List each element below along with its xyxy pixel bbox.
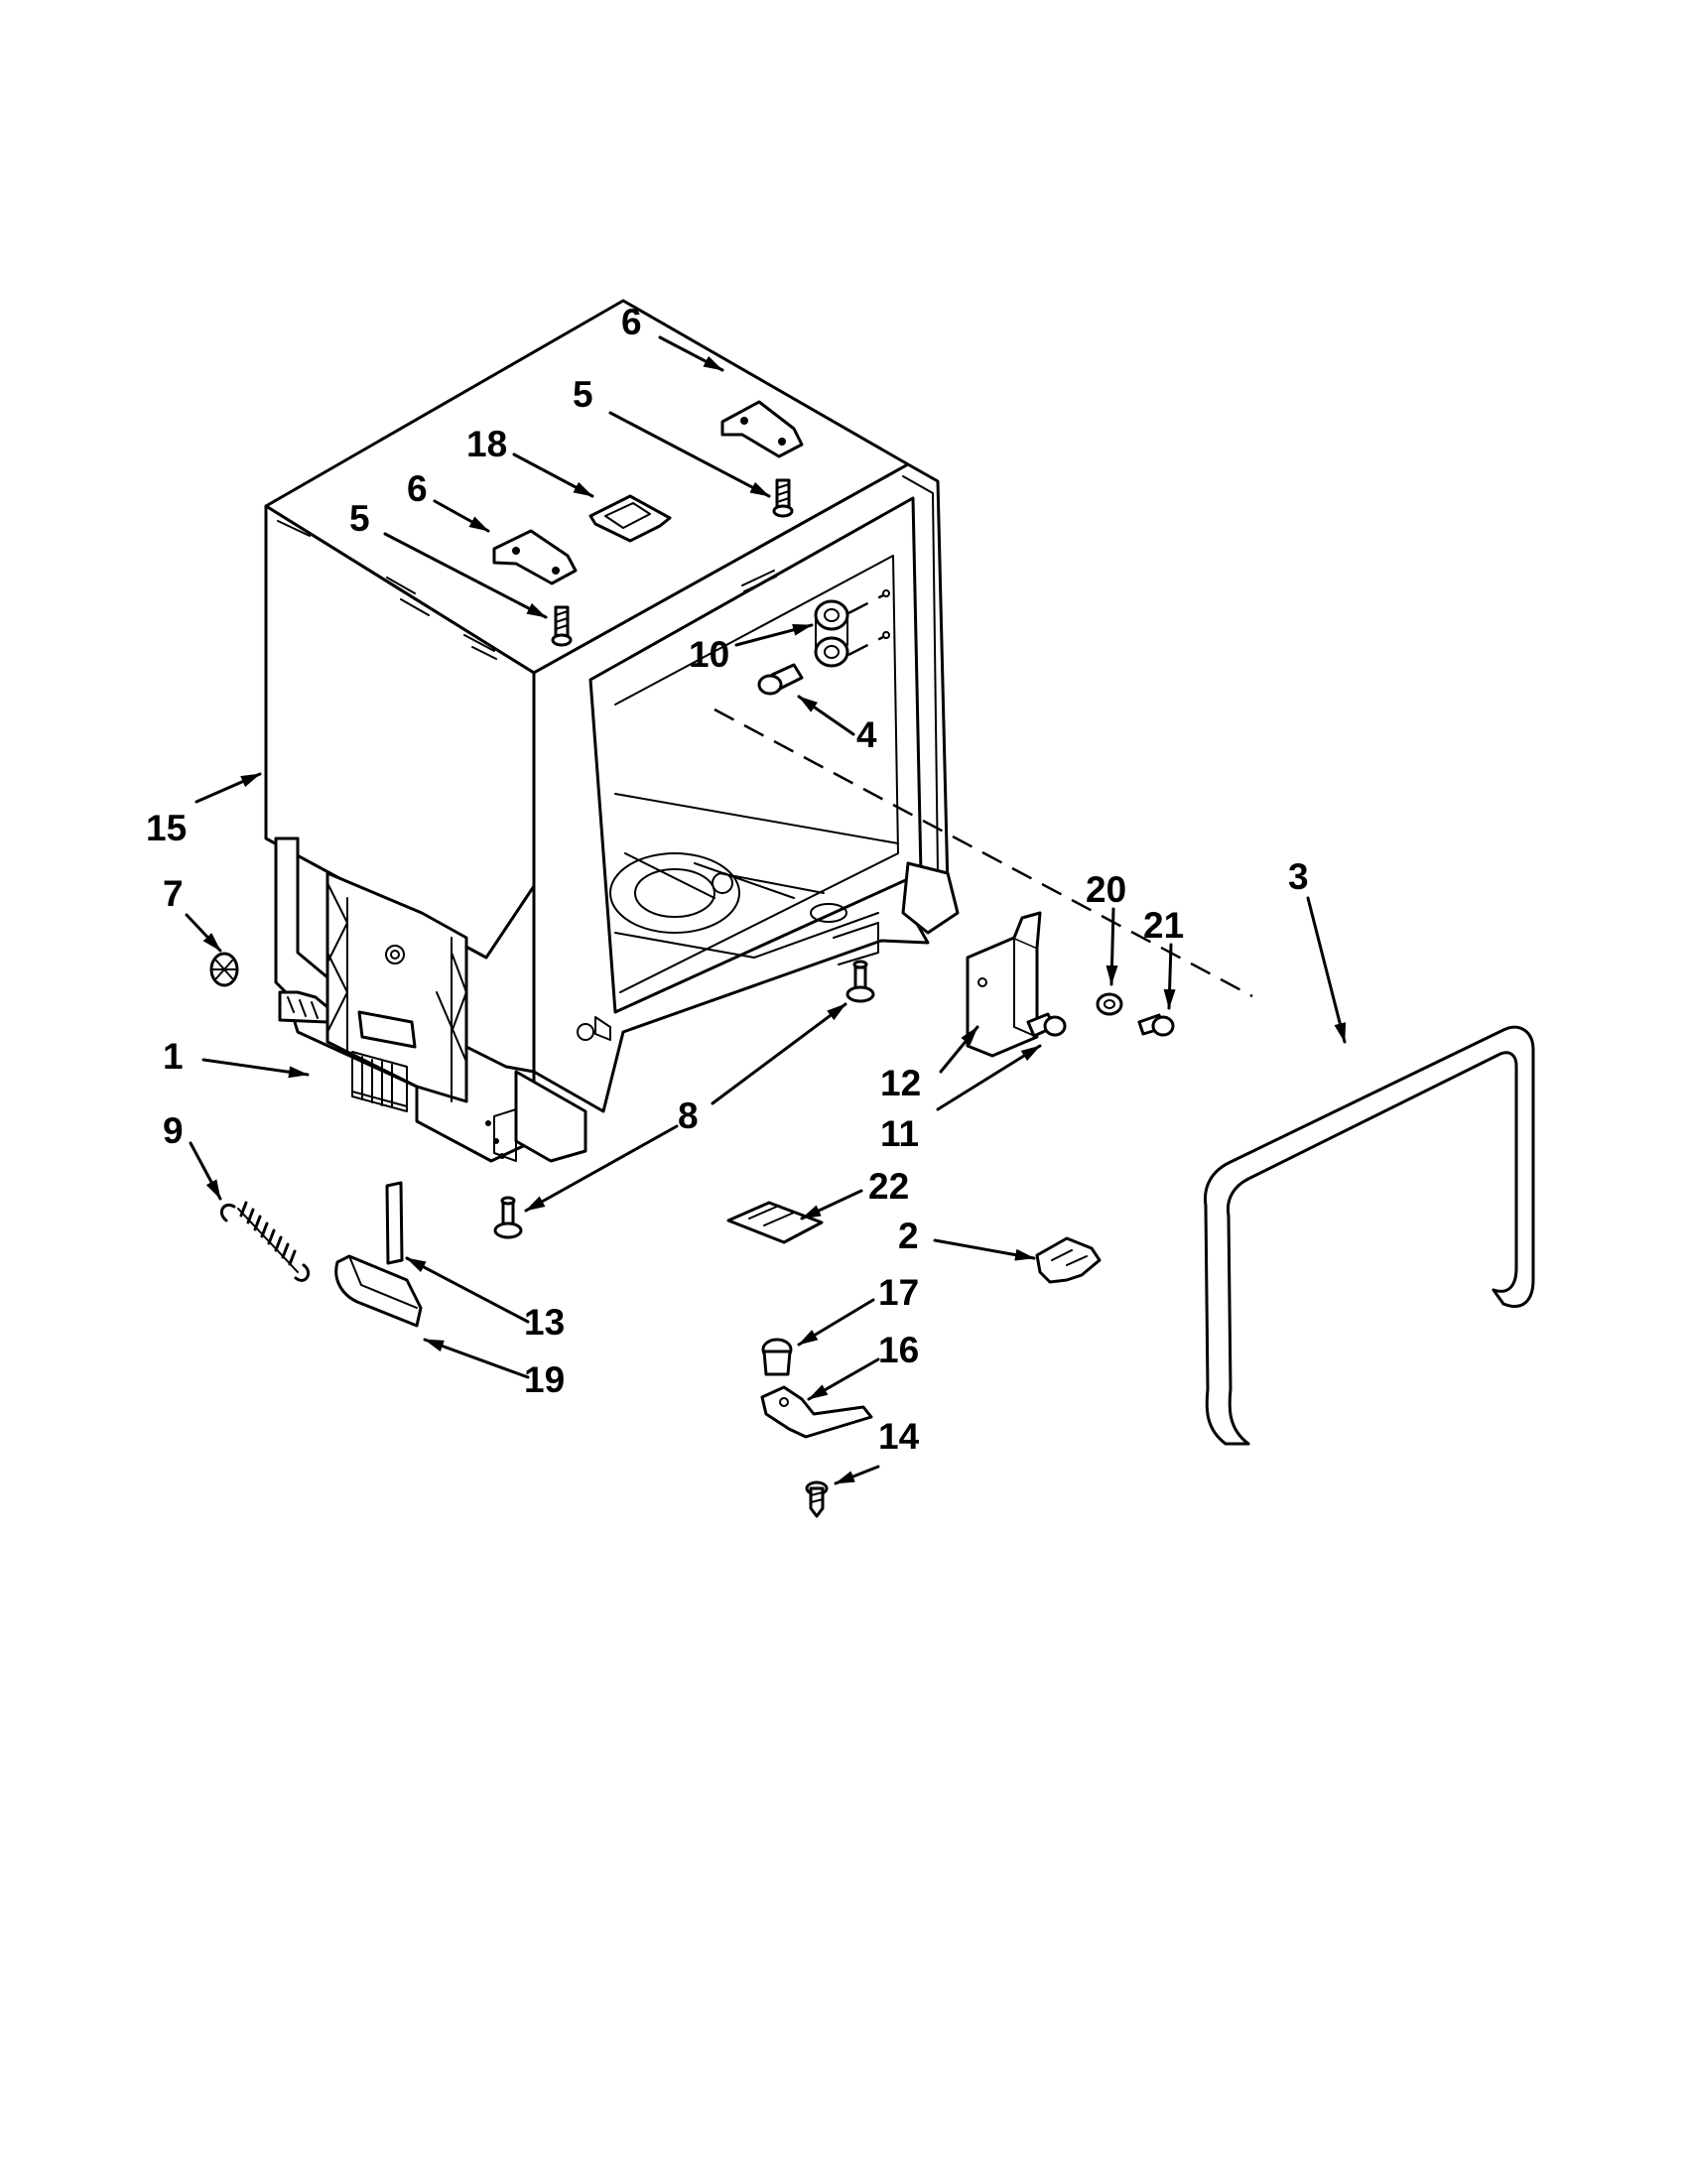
- part-12-bracket: [966, 911, 1042, 1058]
- screw-left: [551, 605, 573, 647]
- label-20: 20: [1086, 869, 1126, 910]
- part-11-screw: [1026, 1012, 1067, 1038]
- label-16: 16: [878, 1330, 919, 1370]
- part-16-bracket: [760, 1385, 873, 1439]
- label-19: 19: [524, 1359, 565, 1400]
- part-labels: 6 5 18 6 5 10 4 15 7 20 3 21 1 12 8 9 11…: [146, 302, 1309, 1457]
- part-21-screw: [1137, 1013, 1175, 1037]
- screw-right: [772, 478, 794, 518]
- part-13-strip: [385, 1181, 404, 1265]
- label-17: 17: [878, 1272, 919, 1313]
- hinge-bracket-right: [720, 400, 804, 458]
- assembly-guide-line: [714, 707, 1253, 998]
- part-19-cover: [334, 1254, 423, 1328]
- part-8-leveler-upper: [845, 960, 875, 1003]
- part-10-rollers: [814, 589, 890, 668]
- label-6-left: 6: [407, 468, 428, 509]
- label-1: 1: [163, 1036, 184, 1077]
- label-18: 18: [466, 424, 507, 464]
- label-6-right: 6: [621, 302, 642, 342]
- label-10: 10: [689, 634, 729, 675]
- label-5-left: 5: [349, 498, 370, 539]
- label-9: 9: [163, 1110, 184, 1151]
- label-12: 12: [880, 1063, 921, 1103]
- part-22-plate: [726, 1201, 824, 1244]
- label-7: 7: [163, 873, 184, 914]
- part-3-door-gasket: [1203, 1025, 1535, 1446]
- label-15: 15: [146, 808, 187, 848]
- hinge-bracket-left: [492, 529, 578, 585]
- label-3: 3: [1288, 856, 1309, 897]
- leader-15: [195, 772, 262, 804]
- label-22: 22: [868, 1166, 909, 1207]
- part-2-clip: [1035, 1236, 1102, 1284]
- part-17-thermostat: [761, 1338, 793, 1376]
- part-14-screw: [805, 1480, 829, 1518]
- label-5-right: 5: [573, 374, 593, 415]
- part-7-plug: [209, 952, 239, 987]
- part-9-spring: [220, 1201, 310, 1282]
- part-8-leveler-lower: [493, 1196, 523, 1239]
- part-4-screw: [757, 663, 804, 696]
- label-13: 13: [524, 1302, 565, 1343]
- label-11: 11: [880, 1113, 919, 1154]
- part-18-bracket: [588, 494, 672, 543]
- label-21: 21: [1143, 905, 1184, 946]
- label-8: 8: [678, 1095, 699, 1136]
- label-2: 2: [898, 1216, 919, 1256]
- part-20-washer: [1096, 992, 1123, 1016]
- label-14: 14: [878, 1416, 920, 1457]
- label-4: 4: [856, 714, 877, 755]
- tub-assembly: [264, 299, 960, 1163]
